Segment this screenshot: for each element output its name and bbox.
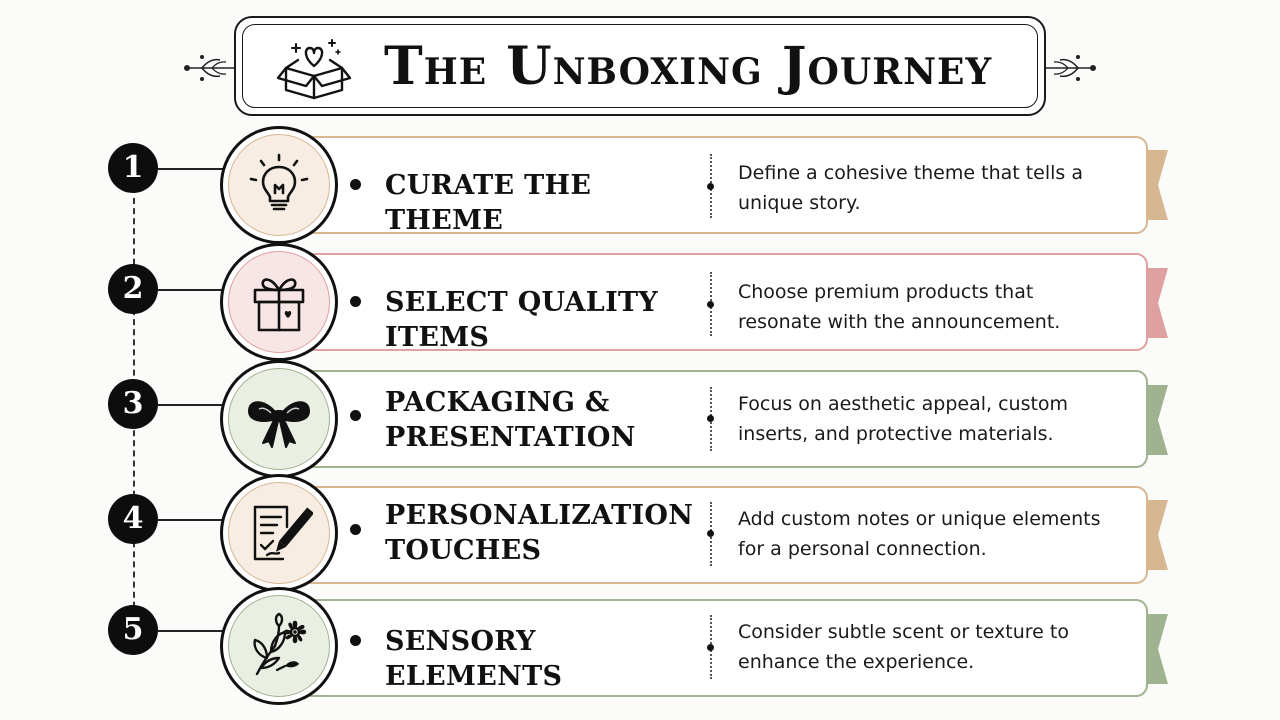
ribbon-tab-5 [1146, 614, 1168, 684]
step-number-badge-5: 5 [108, 605, 158, 655]
step-title-bullet-5 [350, 635, 361, 646]
page-title: The Unboxing Journey [384, 36, 993, 97]
connector-line-4 [158, 519, 224, 521]
step-card-1 [300, 136, 1148, 234]
step-description-2: Choose premium products that resonate wi… [738, 281, 1061, 333]
ribbon-tab-3 [1146, 385, 1168, 455]
step-description-1: Define a cohesive theme that tells a uni… [738, 162, 1084, 214]
step-divider-dot-4 [707, 530, 714, 537]
step-title-2: Select Quality Items [385, 287, 658, 353]
connector-line-2 [158, 289, 224, 291]
step-card-5 [300, 599, 1148, 697]
step-title-4: Personalization Touches [385, 500, 694, 566]
gift-box-icon [253, 278, 305, 332]
connector-line-1 [158, 168, 224, 170]
step-icon-circle-1 [220, 126, 338, 244]
lightbulb-icon [249, 153, 309, 211]
note-pen-icon [253, 505, 313, 561]
step-icon-ring-4 [228, 482, 330, 584]
step-description-5: Consider subtle scent or texture to enha… [738, 621, 1069, 673]
step-title-3: Packaging & Presentation [385, 387, 636, 453]
step-card-3 [300, 370, 1148, 468]
step-title-bullet-4 [350, 524, 361, 535]
ribbon-tab-2 [1146, 268, 1168, 338]
step-card-4 [300, 486, 1148, 584]
bow-icon [248, 401, 310, 448]
step-divider-dot-1 [707, 183, 714, 190]
step-card-2 [300, 253, 1148, 351]
step-number-badge-4: 4 [108, 494, 158, 544]
connector-line-5 [158, 630, 224, 632]
step-title-bullet-3 [350, 410, 361, 421]
step-icon-ring-1 [228, 134, 330, 236]
step-title-5: Sensory Elements [385, 626, 563, 692]
step-divider-dot-2 [707, 301, 714, 308]
flourish-right-icon [1046, 55, 1096, 81]
title-banner [234, 16, 1046, 116]
flourish-left-icon [184, 55, 234, 81]
step-title-1: Curate the Theme [385, 170, 592, 236]
step-divider-dot-3 [707, 415, 714, 422]
step-icon-circle-5 [220, 587, 338, 705]
step-description-3: Focus on aesthetic appeal, custom insert… [738, 393, 1069, 445]
step-icon-circle-3 [220, 360, 338, 478]
step-number-badge-1: 1 [108, 143, 158, 193]
ribbon-tab-4 [1146, 500, 1168, 570]
step-title-bullet-2 [350, 296, 361, 307]
connector-line-3 [158, 404, 224, 406]
ribbon-tab-1 [1146, 150, 1168, 220]
step-title-bullet-1 [350, 179, 361, 190]
step-number-badge-2: 2 [108, 264, 158, 314]
step-divider-dot-5 [707, 644, 714, 651]
flower-leaf-icon [253, 612, 307, 676]
step-number-badge-3: 3 [108, 379, 158, 429]
step-description-4: Add custom notes or unique elements for … [738, 508, 1101, 560]
step-icon-circle-2 [220, 243, 338, 361]
title-banner-inner-border [242, 24, 1038, 108]
open-box-heart-icon [276, 39, 352, 100]
step-icon-circle-4 [220, 474, 338, 592]
